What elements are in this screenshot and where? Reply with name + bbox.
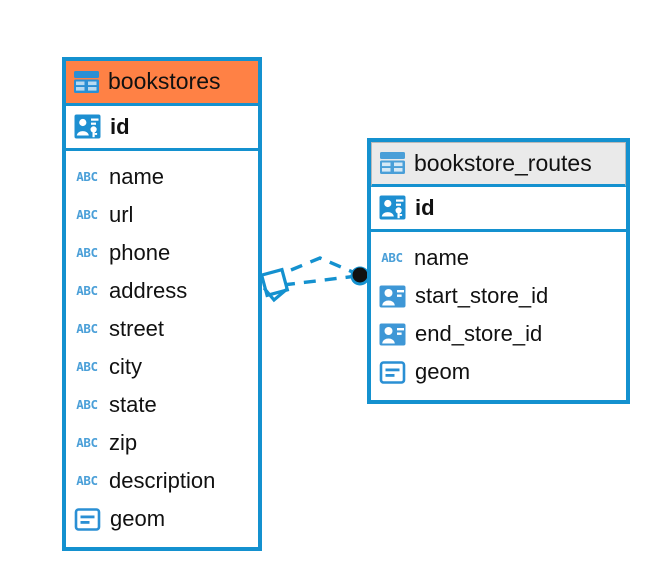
foreign-key-icon [379, 283, 406, 310]
field-row[interactable]: ABC street [66, 310, 258, 348]
relationship-target-dot [350, 266, 370, 286]
primary-key-icon [74, 113, 101, 140]
entity-title: bookstores [108, 68, 221, 94]
entity-bookstore-routes[interactable]: bookstore_routes id ABC name start_store_i… [367, 138, 630, 404]
primary-key-icon [379, 194, 406, 221]
field-row[interactable]: ABC city [66, 348, 258, 386]
entity-header-bookstores[interactable]: bookstores [66, 61, 258, 106]
table-icon [74, 70, 99, 93]
abc-icon: ABC [76, 244, 98, 260]
geom-icon [379, 359, 406, 386]
relationship-source-diamond [259, 267, 290, 303]
field-label: name [414, 245, 470, 270]
field-label: address [109, 278, 188, 303]
field-label: state [109, 392, 157, 417]
field-label: geom [415, 359, 471, 384]
table-icon [380, 152, 405, 174]
relationship-line-lower [282, 274, 358, 287]
field-row[interactable]: ABC state [66, 386, 258, 424]
entity-title: bookstore_routes [414, 149, 592, 176]
field-label: city [109, 354, 142, 379]
field-row[interactable]: ABC name [371, 239, 626, 277]
field-label: phone [109, 240, 171, 265]
field-row[interactable]: start_store_id [371, 277, 626, 315]
abc-icon: ABC [76, 472, 98, 488]
field-row[interactable]: ABC phone [66, 234, 258, 272]
abc-icon: ABC [76, 358, 98, 374]
abc-icon: ABC [76, 396, 98, 412]
abc-icon: ABC [76, 282, 98, 298]
field-row[interactable]: geom [66, 500, 258, 538]
field-row[interactable]: ABC address [66, 272, 258, 310]
field-label: start_store_id [415, 283, 549, 308]
abc-icon: ABC [381, 249, 403, 265]
field-row[interactable]: geom [371, 353, 626, 391]
entity-header-bookstore-routes[interactable]: bookstore_routes [371, 142, 626, 187]
field-row[interactable]: ABC url [66, 196, 258, 234]
field-row[interactable]: ABC name [66, 158, 258, 196]
abc-icon: ABC [76, 206, 98, 222]
relationship-line-upper [290, 256, 356, 275]
abc-icon: ABC [76, 320, 98, 336]
primary-key-row[interactable]: id [66, 106, 258, 151]
foreign-key-icon [379, 321, 406, 348]
field-label: description [109, 468, 216, 493]
field-row[interactable]: ABC zip [66, 424, 258, 462]
primary-key-row[interactable]: id [371, 187, 626, 232]
field-row[interactable]: end_store_id [371, 315, 626, 353]
field-label: name [109, 164, 165, 189]
field-label: geom [110, 506, 166, 531]
abc-icon: ABC [76, 434, 98, 450]
primary-key-label: id [110, 113, 130, 139]
field-row[interactable]: ABC description [66, 462, 258, 500]
abc-icon: ABC [76, 168, 98, 184]
field-label: zip [109, 430, 138, 455]
field-label: end_store_id [415, 321, 543, 346]
geom-icon [74, 506, 101, 533]
field-label: url [109, 202, 134, 227]
primary-key-label: id [415, 194, 435, 220]
field-label: street [109, 316, 165, 341]
